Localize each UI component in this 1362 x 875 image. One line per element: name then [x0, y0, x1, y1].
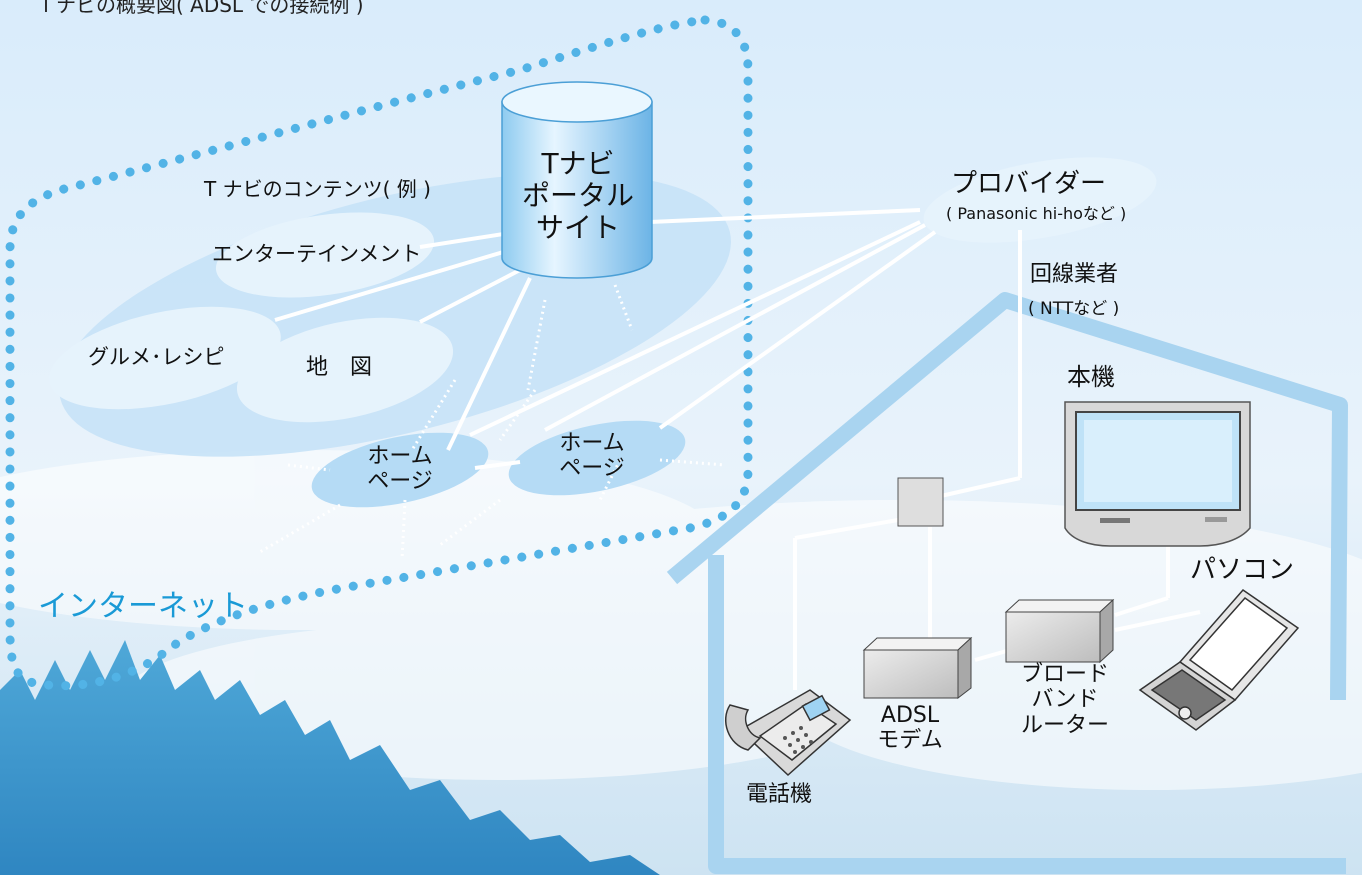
portal-line-3: サイト	[535, 211, 620, 245]
carrier-name: 回線業者	[1030, 262, 1119, 287]
homepage-1-line-2: ページ	[367, 469, 433, 495]
gourmet-label: グルメ･レシピ	[88, 345, 225, 369]
forest-silhouette	[0, 640, 660, 875]
modem-line-2: モデム	[877, 728, 943, 754]
homepage-2-line-2: ページ	[559, 456, 625, 482]
gourmet-ellipse	[49, 306, 281, 410]
map-label: 地 図	[306, 355, 373, 380]
portal-cylinder-icon	[501, 81, 653, 279]
map-ellipse	[236, 317, 454, 423]
tv-icon	[1064, 401, 1251, 547]
laptop-icon	[1138, 589, 1300, 731]
diagram-title: Ｔナビの概要図( ADSL での接続例 )	[36, 0, 364, 17]
modem-line-1: ADSL	[880, 703, 940, 728]
carrier-example: ( NTTなど )	[1028, 299, 1120, 319]
pc-label: パソコン	[1190, 555, 1295, 585]
entertainment-ellipse	[215, 212, 435, 298]
tv-label: 本機	[1067, 363, 1115, 391]
router-icon	[1004, 598, 1115, 664]
homepage-1-line-1: ホーム	[367, 444, 433, 469]
phone-label: 電話機	[746, 782, 813, 807]
router-line-2: バンド	[1031, 687, 1099, 713]
router-line-1: ブロード	[1020, 662, 1109, 687]
internet-boundary	[5, 15, 753, 691]
homepage-ellipse-1	[311, 432, 489, 508]
splitter-icon	[897, 477, 944, 527]
homepage-label-1: ホーム ページ	[350, 444, 450, 495]
homepage-2-line-1: ホーム	[559, 431, 625, 456]
homepage-ellipse-2	[508, 420, 686, 496]
continuation-dots	[259, 284, 726, 561]
adsl-modem-icon	[862, 636, 973, 700]
internet-label: インターネット	[38, 589, 248, 624]
provider-ellipse	[923, 157, 1157, 243]
router-label: ブロード バンド ルーター	[1000, 662, 1130, 738]
portal-site-label: Tナビ ポータル サイト	[520, 147, 636, 245]
provider-name: プロバイダー	[951, 169, 1106, 199]
house-outline	[666, 292, 1348, 874]
connection-lines	[274, 208, 1201, 690]
clouds	[0, 450, 1362, 790]
portal-line-1: Tナビ	[541, 147, 615, 180]
portal-line-2: ポータル	[521, 179, 634, 213]
homepage-label-2: ホーム ページ	[542, 431, 642, 482]
telephone-icon	[725, 689, 852, 777]
entertainment-label: エンターテインメント	[212, 242, 422, 266]
provider-example: ( Panasonic hi-hoなど )	[946, 204, 1127, 223]
contents-heading: T ナビのコンテンツ( 例 )	[204, 177, 431, 201]
router-line-3: ルーター	[1020, 712, 1109, 738]
adsl-modem-label: ADSL モデム	[860, 703, 960, 754]
